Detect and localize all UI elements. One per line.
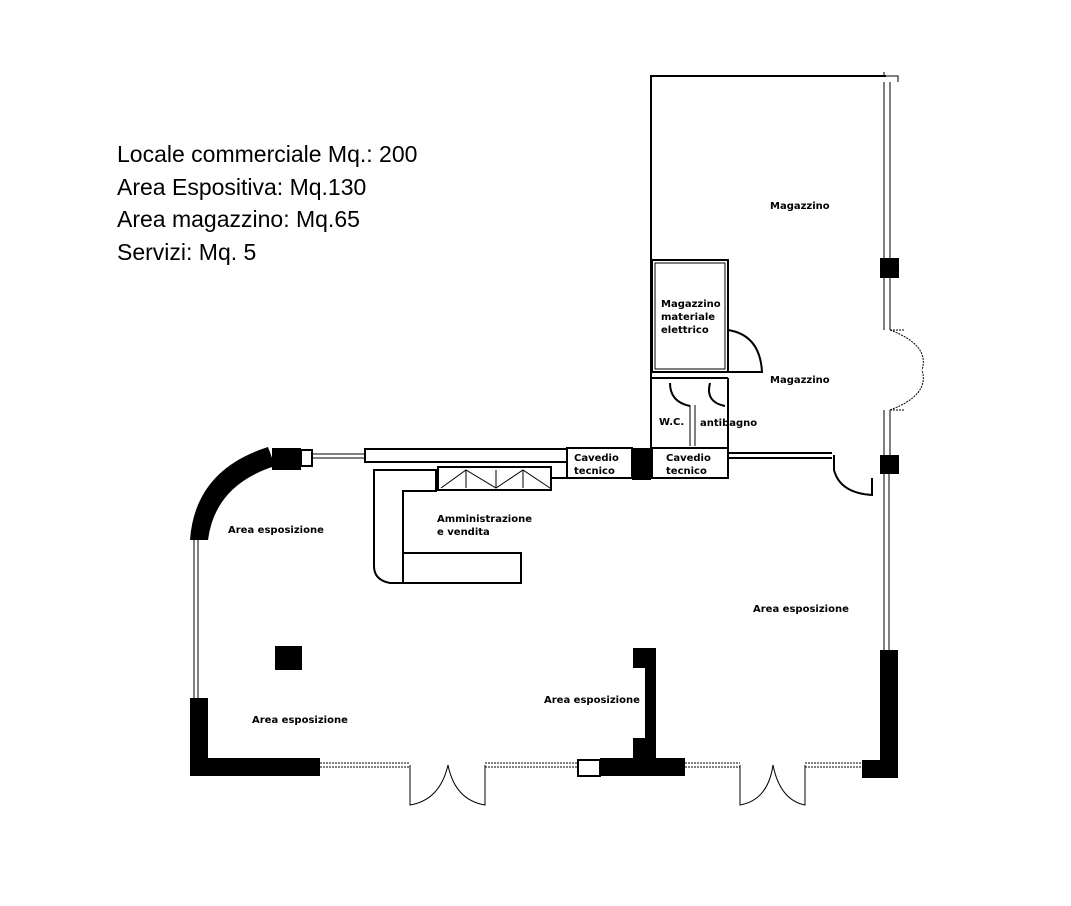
- curved-wall: [190, 447, 275, 540]
- entrance-door-right: [739, 764, 806, 806]
- room-label-electrical-storage: materiale: [661, 312, 715, 323]
- summary-storage-area: Area magazzino: Mq.65: [117, 206, 360, 232]
- room-label-magazzino: Magazzino: [770, 201, 830, 212]
- room-label-display-area: Area esposizione: [753, 604, 849, 615]
- corner-wall: [190, 698, 320, 776]
- entrance-door-left: [409, 764, 486, 806]
- room-label-display-area: Area esposizione: [228, 525, 324, 536]
- corner-wall: [862, 650, 898, 778]
- room-label-cavedio: tecnico: [574, 466, 615, 477]
- pillar: [272, 448, 301, 470]
- summary-services: Servizi: Mq. 5: [117, 238, 257, 265]
- room-label-cavedio: Cavedio: [574, 453, 619, 464]
- room-label-electrical-storage: elettrico: [661, 325, 709, 336]
- pillar: [275, 646, 302, 670]
- room-label-electrical-storage: Magazzino: [661, 299, 721, 310]
- room-label-display-area: Area esposizione: [544, 695, 640, 706]
- summary-display-area: Area Espositiva: Mq.130: [117, 173, 367, 200]
- technical-shaft-right: [651, 447, 729, 479]
- room-label-wc: W.C.: [659, 417, 684, 428]
- area-summary: Locale commerciale Mq.: 200 Area Esposit…: [117, 138, 417, 268]
- room-label-administration: Amministrazione: [437, 514, 532, 525]
- summary-total: Locale commerciale Mq.: 200: [117, 141, 418, 167]
- room-label-cavedio: tecnico: [666, 466, 707, 477]
- pillar: [880, 455, 899, 474]
- room-label-display-area: Area esposizione: [252, 715, 348, 726]
- room-label-antibagno: antibagno: [700, 418, 757, 429]
- room-label-magazzino: Magazzino: [770, 375, 830, 386]
- top-wall: [364, 448, 568, 463]
- room-label-administration: e vendita: [437, 527, 490, 538]
- electrical-storage-room: [651, 259, 764, 373]
- partition-wall: [600, 648, 685, 776]
- door-swing: [833, 455, 873, 497]
- pillar: [880, 258, 899, 278]
- storage-walls: [650, 72, 899, 474]
- storage-double-door: [889, 329, 924, 411]
- room-label-cavedio: Cavedio: [666, 453, 711, 464]
- sales-counter: [373, 466, 567, 584]
- pillar: [632, 448, 651, 480]
